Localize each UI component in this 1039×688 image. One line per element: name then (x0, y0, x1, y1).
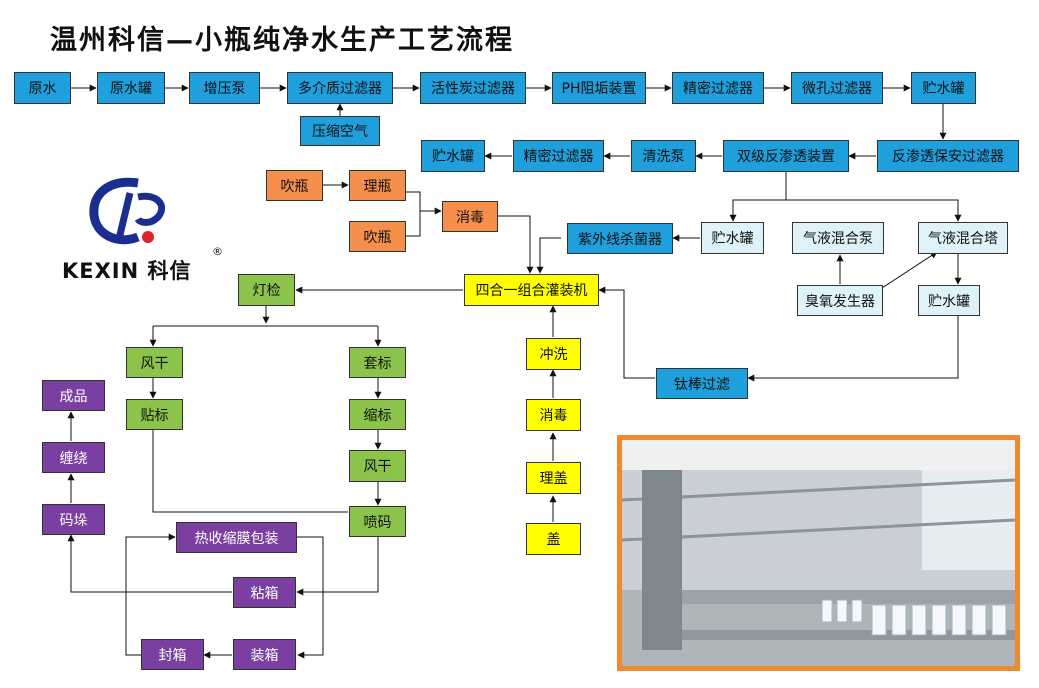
node-micropore-filter: 微孔过滤器 (791, 72, 883, 104)
node-uv-sterilizer: 紫外线杀菌器 (567, 223, 673, 254)
node-raw-water-tank: 原水罐 (97, 72, 165, 104)
node-cleaning-pump: 清洗泵 (631, 140, 696, 172)
node-storage-tank-3: 贮水罐 (701, 222, 764, 254)
logo-brand-latin: KEXIN (62, 259, 140, 283)
logo-mark-icon (89, 177, 166, 245)
node-storage-tank-1: 贮水罐 (911, 72, 976, 104)
node-disinfect-2: 消毒 (526, 399, 581, 431)
node-stack: 码垛 (42, 504, 105, 535)
node-finished: 成品 (42, 380, 105, 411)
node-cap: 盖 (526, 523, 581, 555)
node-ph-scale-device: PH阻垢装置 (552, 72, 646, 104)
node-pack-box: 装箱 (233, 639, 296, 670)
node-booster-pump: 增压泵 (189, 72, 260, 104)
node-gas-liquid-tower: 气液混合塔 (918, 222, 1008, 254)
node-seal-box: 封箱 (141, 639, 204, 670)
logo-brand-cn: 科信 (147, 259, 192, 283)
node-double-ro: 双级反渗透装置 (723, 140, 849, 172)
node-titanium-filter: 钛棒过滤 (656, 368, 748, 399)
node-light-inspection: 灯检 (238, 274, 295, 306)
node-precision-filter-1: 精密过滤器 (672, 72, 764, 104)
node-arrange-cap: 理盖 (526, 462, 581, 494)
node-precision-filter-2: 精密过滤器 (513, 140, 604, 172)
node-shrink-label: 缩标 (349, 399, 406, 430)
node-ozone-generator: 臭氧发生器 (797, 285, 883, 316)
node-gas-liquid-pump: 气液混合泵 (792, 222, 884, 254)
page-title: 温州科信—小瓶纯净水生产工艺流程 (50, 25, 514, 56)
node-inkjet-code: 喷码 (349, 506, 406, 537)
node-multi-media-filter: 多介质过滤器 (287, 72, 393, 104)
node-labeling: 贴标 (126, 399, 183, 430)
production-line-photo (617, 435, 1020, 671)
node-blow-bottle-2: 吹瓶 (349, 221, 406, 252)
node-compressed-air: 压缩空气 (300, 116, 380, 146)
node-sleeve-label: 套标 (349, 347, 406, 378)
node-rinse: 冲洗 (526, 338, 581, 370)
node-blow-bottle-1: 吹瓶 (266, 170, 323, 201)
node-glue-box: 粘箱 (233, 577, 296, 608)
node-raw-water: 原水 (14, 72, 71, 104)
kexin-logo: KEXIN 科信 ® (60, 175, 230, 285)
node-disinfect-1: 消毒 (442, 201, 498, 232)
node-wrap: 缠绕 (42, 442, 105, 473)
node-air-dry-2: 风干 (349, 450, 406, 482)
node-four-in-one-filler: 四合一组合灌装机 (464, 274, 599, 306)
node-heat-shrink-pack: 热收缩膜包装 (176, 522, 297, 553)
node-ro-security-filter: 反渗透保安过滤器 (877, 140, 1019, 172)
node-storage-tank-4: 贮水罐 (918, 285, 980, 316)
registered-mark: ® (212, 245, 223, 258)
node-storage-tank-2: 贮水罐 (421, 140, 485, 172)
node-air-dry-1: 风干 (126, 347, 183, 378)
node-arrange-bottle: 理瓶 (349, 170, 406, 201)
node-activated-carbon-filter: 活性炭过滤器 (420, 72, 526, 104)
